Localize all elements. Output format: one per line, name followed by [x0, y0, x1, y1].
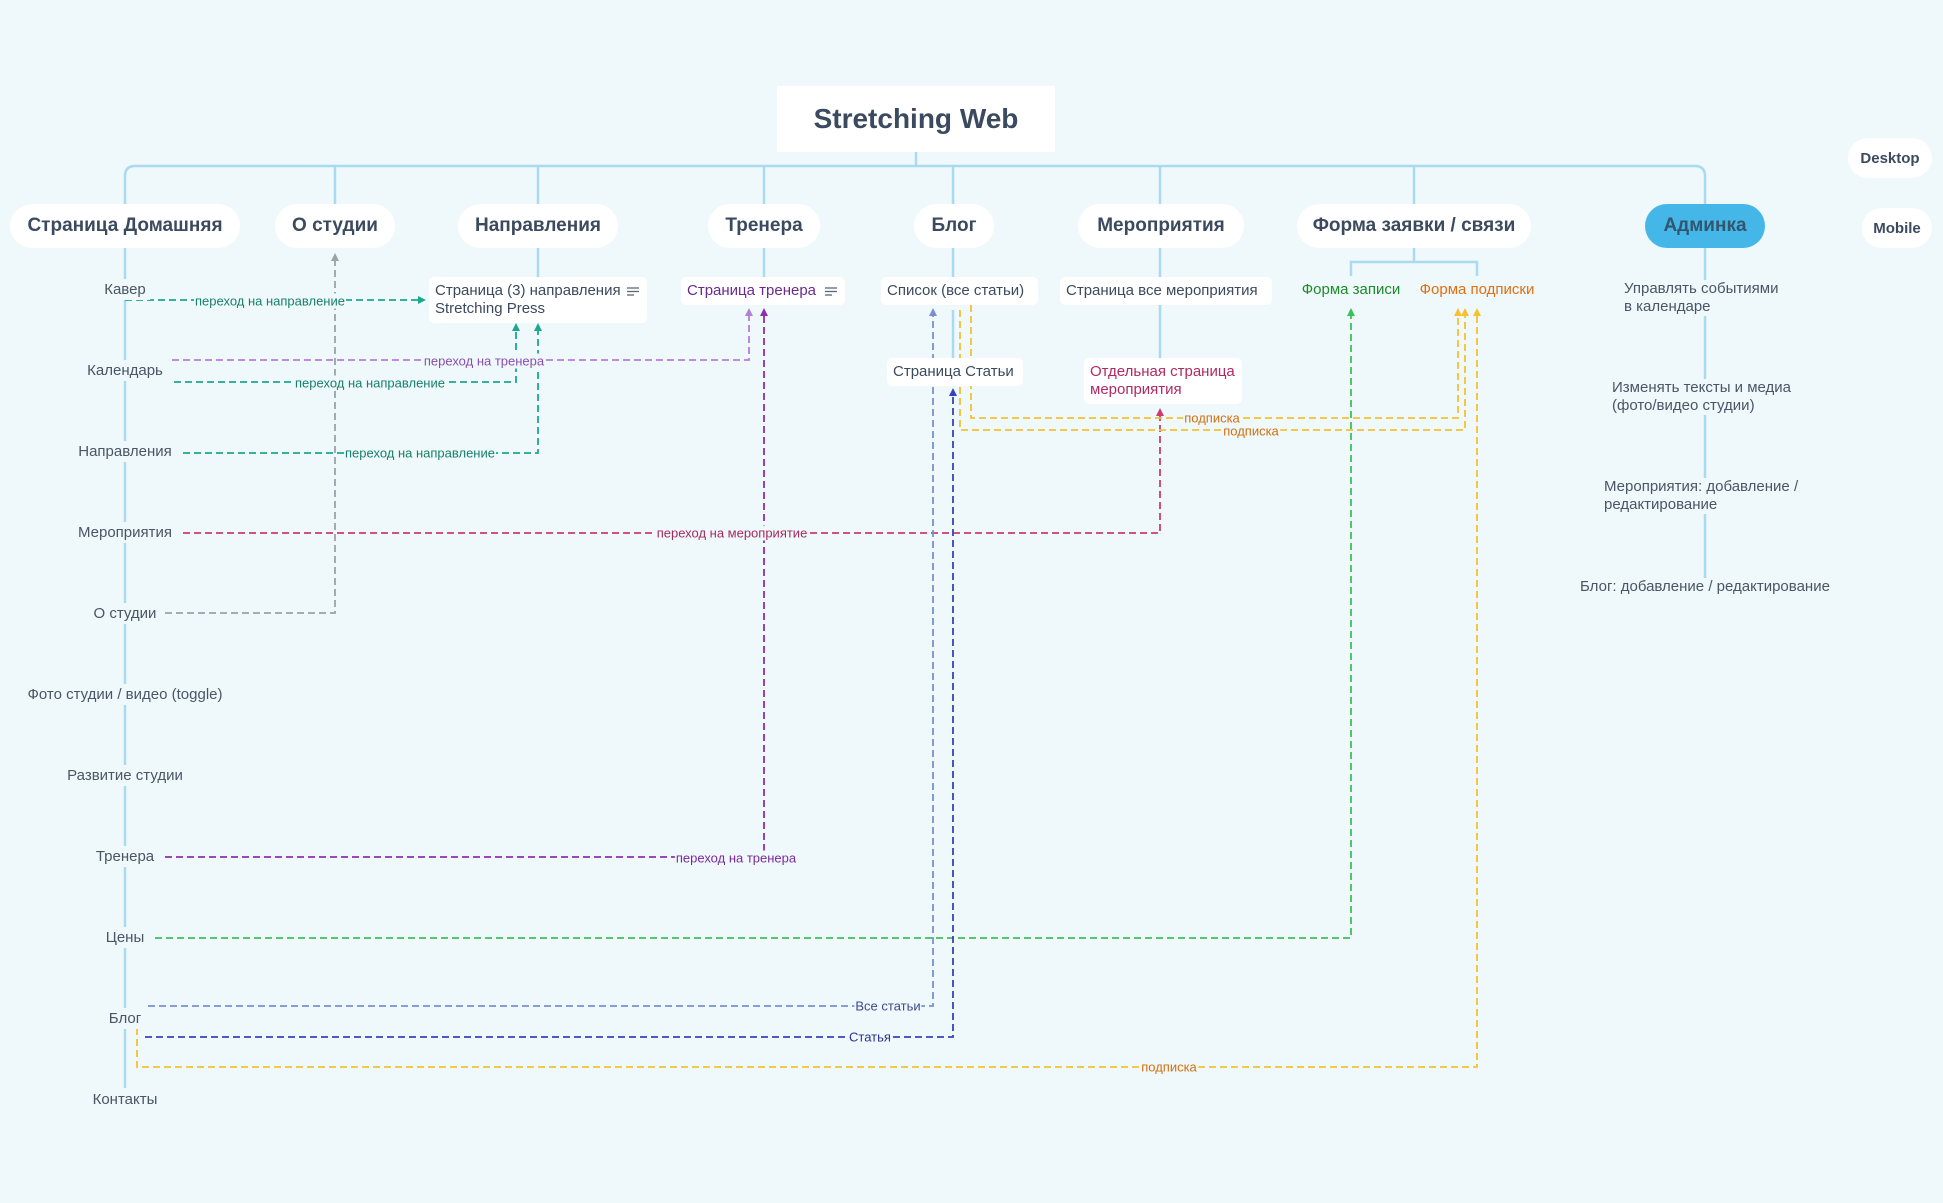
- home-item-prices: Цены: [101, 927, 149, 948]
- link-label-subscribe-1: подписка: [1183, 410, 1241, 426]
- notes-icon: [627, 287, 639, 296]
- section-directions[interactable]: Направления: [458, 204, 618, 248]
- home-item-photo-video: Фото студии / видео (toggle): [23, 684, 227, 705]
- directions-page-box[interactable]: Страница (3) направления Stretching Pres…: [429, 277, 647, 323]
- link-label-events-event: переход на мероприятие: [655, 525, 809, 541]
- trainer-page-title: Страница тренера: [687, 282, 817, 299]
- dashed-links: [124, 260, 1478, 1068]
- home-item-blog: Блог: [104, 1008, 146, 1029]
- link-label-calendar-trainer: переход на тренера: [422, 353, 546, 369]
- mode-desktop-button[interactable]: Desktop: [1848, 138, 1932, 178]
- admin-item-events: Мероприятия: добавление /редактирование: [1604, 478, 1799, 514]
- admin-item-media: Изменять тексты и медиа(фото/видео студи…: [1612, 379, 1792, 415]
- home-item-events: Мероприятия: [73, 522, 177, 543]
- diagram-title: Stretching Web: [777, 86, 1055, 152]
- notes-icon: [825, 287, 837, 296]
- subscribe-form-node[interactable]: Форма подписки: [1415, 279, 1539, 300]
- section-form[interactable]: Форма заявки / связи: [1297, 204, 1531, 248]
- directions-page-subtitle: Stretching Press: [435, 300, 546, 317]
- link-label-subscribe-3: подписка: [1140, 1059, 1198, 1075]
- event-single-box[interactable]: Отдельная страница мероприятия: [1084, 358, 1242, 404]
- section-trainers[interactable]: Тренера: [708, 204, 820, 248]
- home-item-cover: Кавер: [100, 279, 150, 300]
- directions-page-title: Страница (3) направления: [435, 282, 621, 299]
- trainer-page-box[interactable]: Страница тренера: [681, 277, 845, 305]
- admin-item-blog: Блог: добавление / редактирование: [1580, 578, 1830, 596]
- link-label-calendar-direction: переход на направление: [294, 375, 446, 391]
- section-home[interactable]: Страница Домашняя: [10, 204, 240, 248]
- signup-form-node[interactable]: Форма записи: [1297, 279, 1405, 300]
- link-label-directions-direction: переход на направление: [344, 445, 496, 461]
- home-item-about: О студии: [89, 603, 161, 624]
- home-item-directions: Направления: [74, 441, 176, 462]
- section-blog[interactable]: Блог: [914, 204, 994, 248]
- events-all-box[interactable]: Страница все мероприятия: [1060, 277, 1272, 305]
- link-label-blog-all: Все статьи: [854, 998, 922, 1014]
- home-item-contacts: Контакты: [88, 1089, 162, 1110]
- section-events[interactable]: Мероприятия: [1078, 204, 1244, 248]
- home-item-calendar: Календарь: [83, 360, 167, 381]
- link-label-subscribe-2: подписка: [1222, 423, 1280, 439]
- link-label-trainers-trainer: переход на тренера: [674, 850, 798, 866]
- section-admin[interactable]: Админка: [1645, 204, 1765, 248]
- blog-article-box[interactable]: Страница Статьи: [887, 358, 1023, 386]
- event-single-title: Отдельная страница: [1090, 363, 1235, 380]
- home-item-trainers: Тренера: [91, 846, 159, 867]
- link-label-cover-direction: переход на направление: [194, 293, 346, 309]
- mode-mobile-button[interactable]: Mobile: [1862, 208, 1932, 248]
- home-item-development: Развитие студии: [63, 765, 187, 786]
- link-label-blog-article: Статья: [848, 1029, 892, 1045]
- section-about[interactable]: О студии: [275, 204, 395, 248]
- arrowheads: [331, 253, 1481, 416]
- event-single-subtitle: мероприятия: [1090, 381, 1182, 398]
- blog-list-box[interactable]: Список (все статьи): [881, 277, 1038, 305]
